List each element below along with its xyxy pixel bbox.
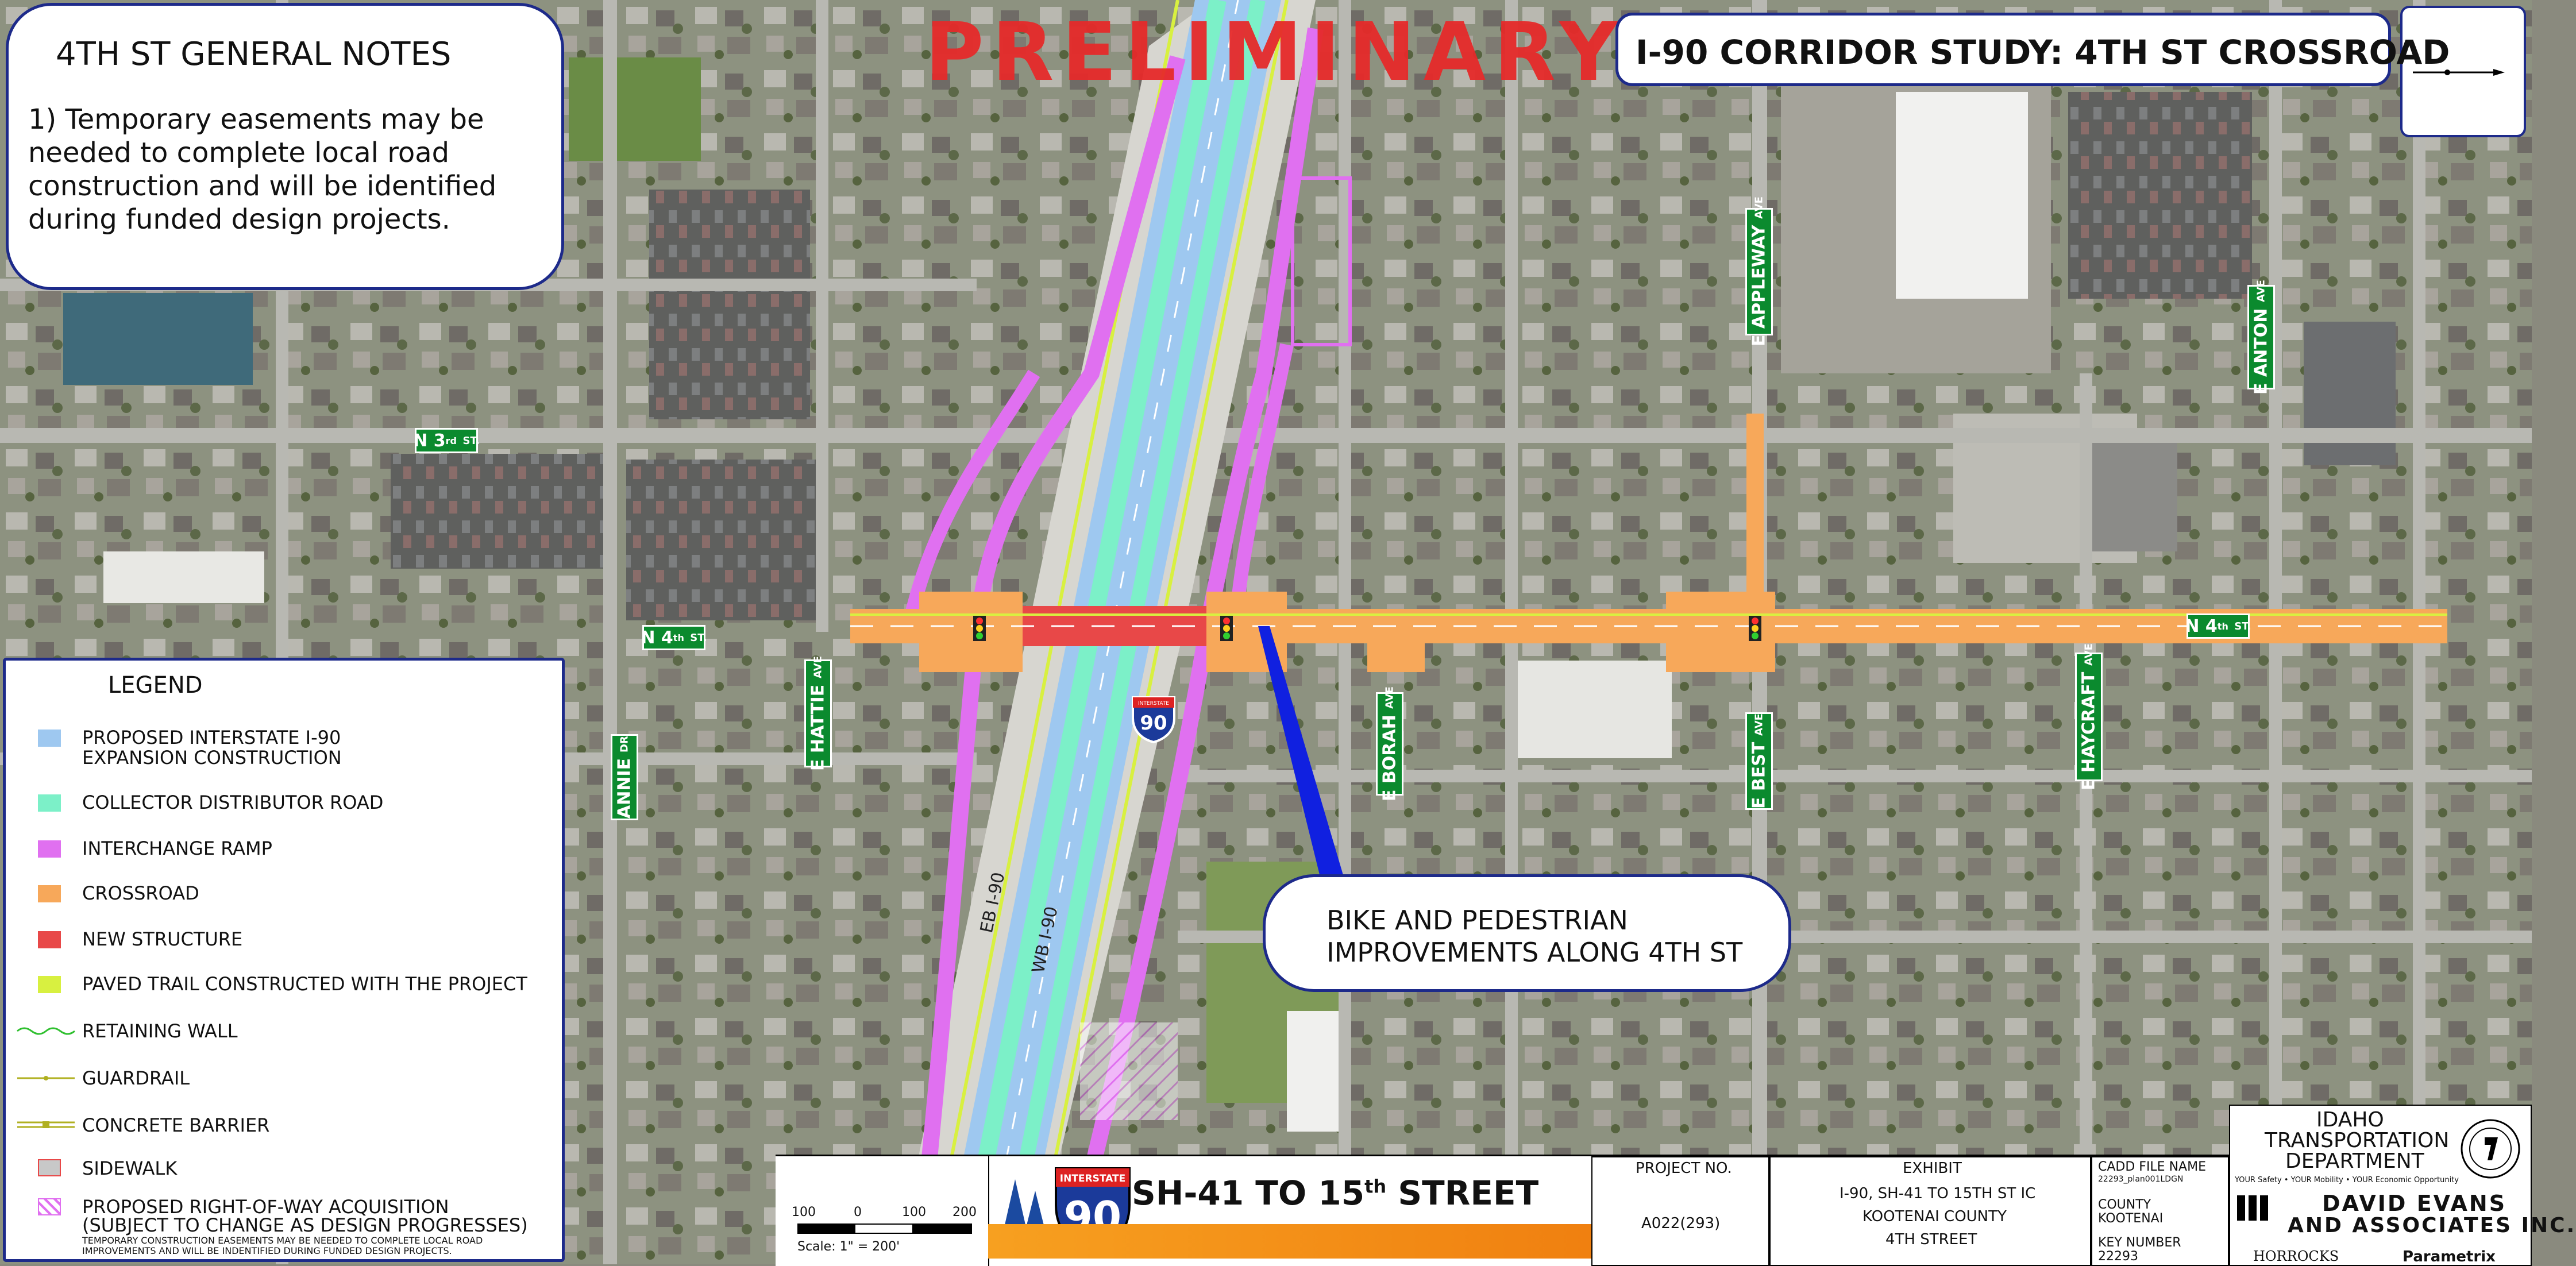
- street-sign-best: E BEST AVE: [1745, 712, 1773, 810]
- itd-logo-cell: IDAHO TRANSPORTATION DEPARTMENT YOUR Saf…: [2229, 1105, 2574, 1266]
- horrocks-logo: HORROCKS: [2253, 1248, 2339, 1264]
- legend-swatch-ramp: [38, 840, 61, 858]
- legend-label-structure: NEW STRUCTURE: [82, 928, 243, 950]
- bike-ped-callout: BIKE AND PEDESTRIAN IMPROVEMENTS ALONG 4…: [1263, 874, 1791, 992]
- scale-bar: 100 0 100 200 Scale: 1" = 200': [792, 1205, 987, 1263]
- title-block: 100 0 100 200 Scale: 1" = 200' INTERSTAT…: [776, 1105, 2574, 1266]
- street-sign-appleway: E APPLEWAY AVE: [1745, 197, 1773, 346]
- itd-tagline: YOUR Safety • YOUR Mobility • YOUR Econo…: [2235, 1176, 2459, 1184]
- legend-swatch-cd-road: [38, 794, 61, 812]
- map-title: I-90 CORRIDOR STUDY: 4TH ST CROSSROAD: [1636, 33, 2450, 72]
- project-no-value: A022(293): [1641, 1215, 1721, 1232]
- legend-footnote-2: IMPROVEMENTS AND WILL BE INDENTIFIED DUR…: [82, 1245, 452, 1256]
- exhibit-label: EXHIBIT: [1903, 1160, 1962, 1177]
- scale-tick-2: 0: [854, 1205, 862, 1219]
- legend-label-concrete-barrier: CONCRETE BARRIER: [82, 1114, 270, 1136]
- notes-line-3: construction and will be identified: [28, 170, 497, 202]
- legend-label-interstate-2: EXPANSION CONSTRUCTION: [82, 747, 342, 769]
- scale-tick-4: 200: [952, 1205, 977, 1219]
- legend-heading: LEGEND: [108, 672, 203, 698]
- legend-swatch-sidewalk: [38, 1159, 61, 1176]
- project-name: SH-41 TO 15th STREET: [1132, 1174, 1539, 1213]
- scale-tick-3: 100: [902, 1205, 926, 1219]
- itd-line-2: TRANSPORTATION: [2265, 1129, 2450, 1152]
- exhibit-cell: EXHIBIT I-90, SH-41 TO 15TH ST IC KOOTEN…: [1769, 1156, 2091, 1266]
- scale-tick-1: 100: [792, 1205, 816, 1219]
- callout-line-1: BIKE AND PEDESTRIAN: [1326, 905, 1628, 936]
- legend-concrete-barrier-icon: [17, 1121, 75, 1128]
- dea-logo-icon: [2237, 1195, 2268, 1221]
- notes-heading: 4TH ST GENERAL NOTES: [56, 36, 452, 73]
- project-no-cell: PROJECT NO. A022(293): [1591, 1156, 1769, 1266]
- dea-line-2: AND ASSOCIATES INC.: [2288, 1214, 2576, 1237]
- callout-line-2: IMPROVEMENTS ALONG 4TH ST: [1326, 937, 1743, 968]
- legend-label-cd-road: COLLECTOR DISTRIBUTOR ROAD: [82, 792, 384, 813]
- legend-footnote-1: TEMPORARY CONSTRUCTION EASEMENTS MAY BE …: [82, 1235, 483, 1246]
- legend-label-sidewalk: SIDEWALK: [82, 1157, 178, 1179]
- itd-line-3: DEPARTMENT: [2285, 1149, 2424, 1173]
- county-label: COUNTY: [2098, 1198, 2151, 1212]
- itd-seal-icon: [2461, 1119, 2520, 1179]
- legend-panel: LEGEND PROPOSED INTERSTATE I-90 EXPANSIO…: [3, 658, 565, 1262]
- title-box: I-90 CORRIDOR STUDY: 4TH ST CROSSROAD: [1615, 13, 2450, 86]
- legend-retaining-wall-icon: [17, 1027, 75, 1035]
- parametrix-logo: Parametrix: [2403, 1248, 2496, 1265]
- legend-label-interstate: PROPOSED INTERSTATE I-90: [82, 727, 341, 748]
- legend-guardrail-icon: [17, 1076, 75, 1080]
- legend-swatch-structure: [38, 931, 61, 948]
- legend-swatch-row: [38, 1198, 61, 1215]
- legend-label-trail: PAVED TRAIL CONSTRUCTED WITH THE PROJECT: [82, 973, 527, 995]
- exhibit-line-1: I-90, SH-41 TO 15TH ST IC: [1840, 1185, 2036, 1202]
- cadd-value: 22293_plan001LDGN: [2098, 1175, 2184, 1184]
- legend-label-row: PROPOSED RIGHT-OF-WAY ACQUISITION: [82, 1196, 449, 1218]
- exhibit-line-2: KOOTENAI COUNTY: [1862, 1208, 2007, 1225]
- project-name-banner: SH-41 TO 15th STREET: [1132, 1174, 1706, 1214]
- svg-text:INTERSTATE: INTERSTATE: [1138, 701, 1169, 707]
- project-no-label: PROJECT NO.: [1636, 1160, 1732, 1177]
- exhibit-line-3: 4TH STREET: [1885, 1231, 1977, 1248]
- county-value: KOOTENAI: [2098, 1211, 2164, 1226]
- street-sign-haycraft: E HAYCRAFT AVE: [2075, 643, 2103, 790]
- legend-swatch-interstate: [38, 730, 61, 747]
- key-label: KEY NUMBER: [2098, 1236, 2181, 1250]
- dea-line-1: DAVID EVANS: [2322, 1191, 2507, 1216]
- notes-line-1: 1) Temporary easements may be: [28, 103, 484, 136]
- preliminary-watermark: PRELIMINARY: [925, 6, 1626, 99]
- street-sign-borah: E BORAH AVE: [1376, 686, 1403, 801]
- street-sign-hattie: E HATTIE AVE: [804, 656, 832, 771]
- legend-label-row-2: (SUBJECT TO CHANGE AS DESIGN PROGRESSES): [82, 1214, 528, 1236]
- scale-label: Scale: 1" = 200': [797, 1240, 900, 1254]
- legend-label-crossroad: CROSSROAD: [82, 882, 199, 904]
- cadd-label: CADD FILE NAME: [2098, 1160, 2206, 1174]
- file-info-cell: CADD FILE NAME 22293_plan001LDGN COUNTY …: [2091, 1156, 2229, 1266]
- i90-shield-icon: INTERSTATE 90: [1132, 696, 1175, 744]
- legend-label-guardrail: GUARDRAIL: [82, 1067, 190, 1089]
- legend-label-retaining-wall: RETAINING WALL: [82, 1020, 238, 1042]
- legend-swatch-crossroad: [38, 885, 61, 902]
- notes-line-4: during funded design projects.: [28, 203, 450, 236]
- svg-text:INTERSTATE: INTERSTATE: [1060, 1173, 1125, 1184]
- key-value: 22293: [2098, 1249, 2138, 1264]
- street-sign-anton: E ANTON AVE: [2247, 280, 2275, 395]
- orange-stripe: [988, 1224, 1591, 1259]
- legend-label-ramp: INTERCHANGE RAMP: [82, 837, 272, 859]
- itd-line-1: IDAHO: [2316, 1108, 2384, 1132]
- street-sign-annie: ANNIE DR: [611, 734, 638, 820]
- svg-text:90: 90: [1140, 712, 1167, 735]
- general-notes-panel: 4TH ST GENERAL NOTES 1) Temporary easeme…: [6, 3, 564, 290]
- legend-swatch-trail: [38, 976, 61, 993]
- notes-line-2: needed to complete local road: [28, 137, 450, 169]
